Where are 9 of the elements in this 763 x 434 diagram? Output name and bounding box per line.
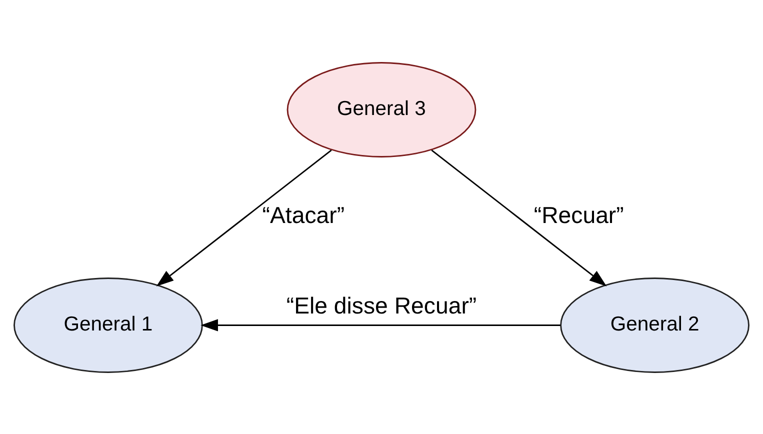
edge-label: “Atacar”	[262, 201, 345, 228]
arrow	[431, 149, 607, 286]
node-ellipse: General 3	[286, 62, 476, 157]
edge-label: “Recuar”	[534, 201, 624, 228]
edge-label: “Ele disse Recuar”	[286, 292, 477, 318]
node-ellipse: General 1	[14, 277, 203, 372]
arrow	[156, 149, 332, 286]
node-ellipse: General 2	[560, 277, 750, 372]
arrow	[200, 318, 560, 331]
